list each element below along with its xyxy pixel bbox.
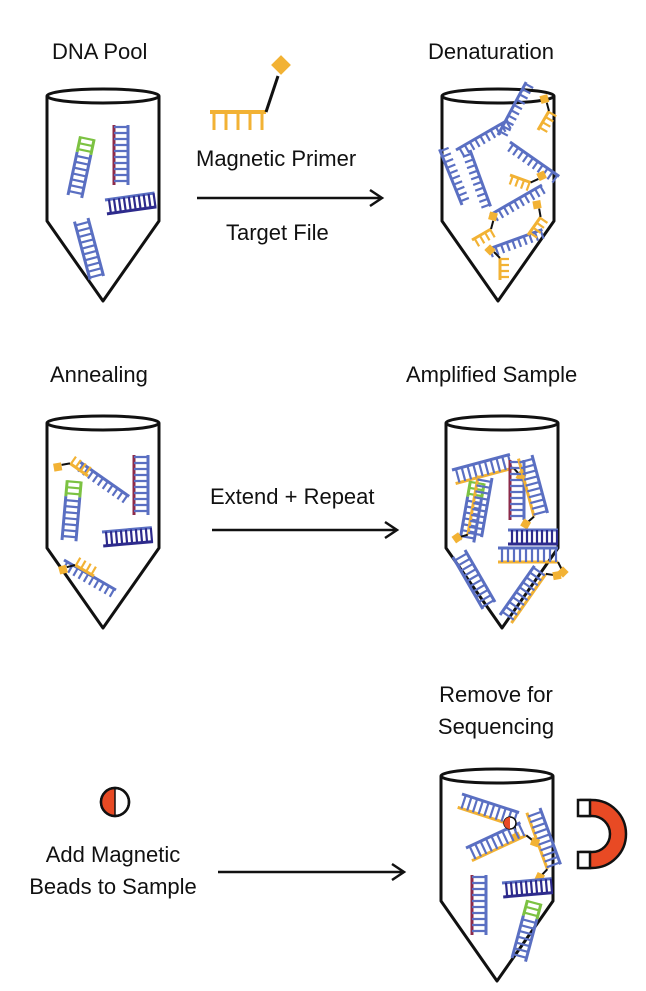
- label-remove-line2: Sequencing: [437, 714, 555, 739]
- label-extend-repeat: Extend + Repeat: [210, 484, 375, 509]
- magnetic-bead-icon: [99, 786, 131, 818]
- label-target-file: Target File: [226, 220, 329, 245]
- label-add-line1: Add Magnetic: [45, 842, 181, 867]
- arrow-icon: [212, 520, 400, 540]
- label-denaturation: Denaturation: [428, 39, 554, 64]
- magnet-icon: [576, 798, 628, 870]
- arrow-icon: [218, 862, 407, 882]
- dna-strand: [449, 450, 571, 634]
- dna-strand: [438, 80, 566, 282]
- label-add-line2: Beads to Sample: [29, 874, 197, 899]
- label-annealing: Annealing: [50, 362, 148, 387]
- label-dna-pool: DNA Pool: [52, 39, 148, 64]
- primer-icon: [210, 55, 291, 130]
- label-remove-line1: Remove for: [439, 682, 553, 707]
- label-amplified-sample: Amplified Sample: [406, 362, 578, 387]
- tube-icon: [439, 767, 555, 983]
- arrow-icon: [197, 188, 385, 208]
- label-magnetic-primer: Magnetic Primer: [196, 146, 357, 171]
- dna-strand: [66, 123, 158, 282]
- magnetic-bead-icon: [503, 816, 517, 830]
